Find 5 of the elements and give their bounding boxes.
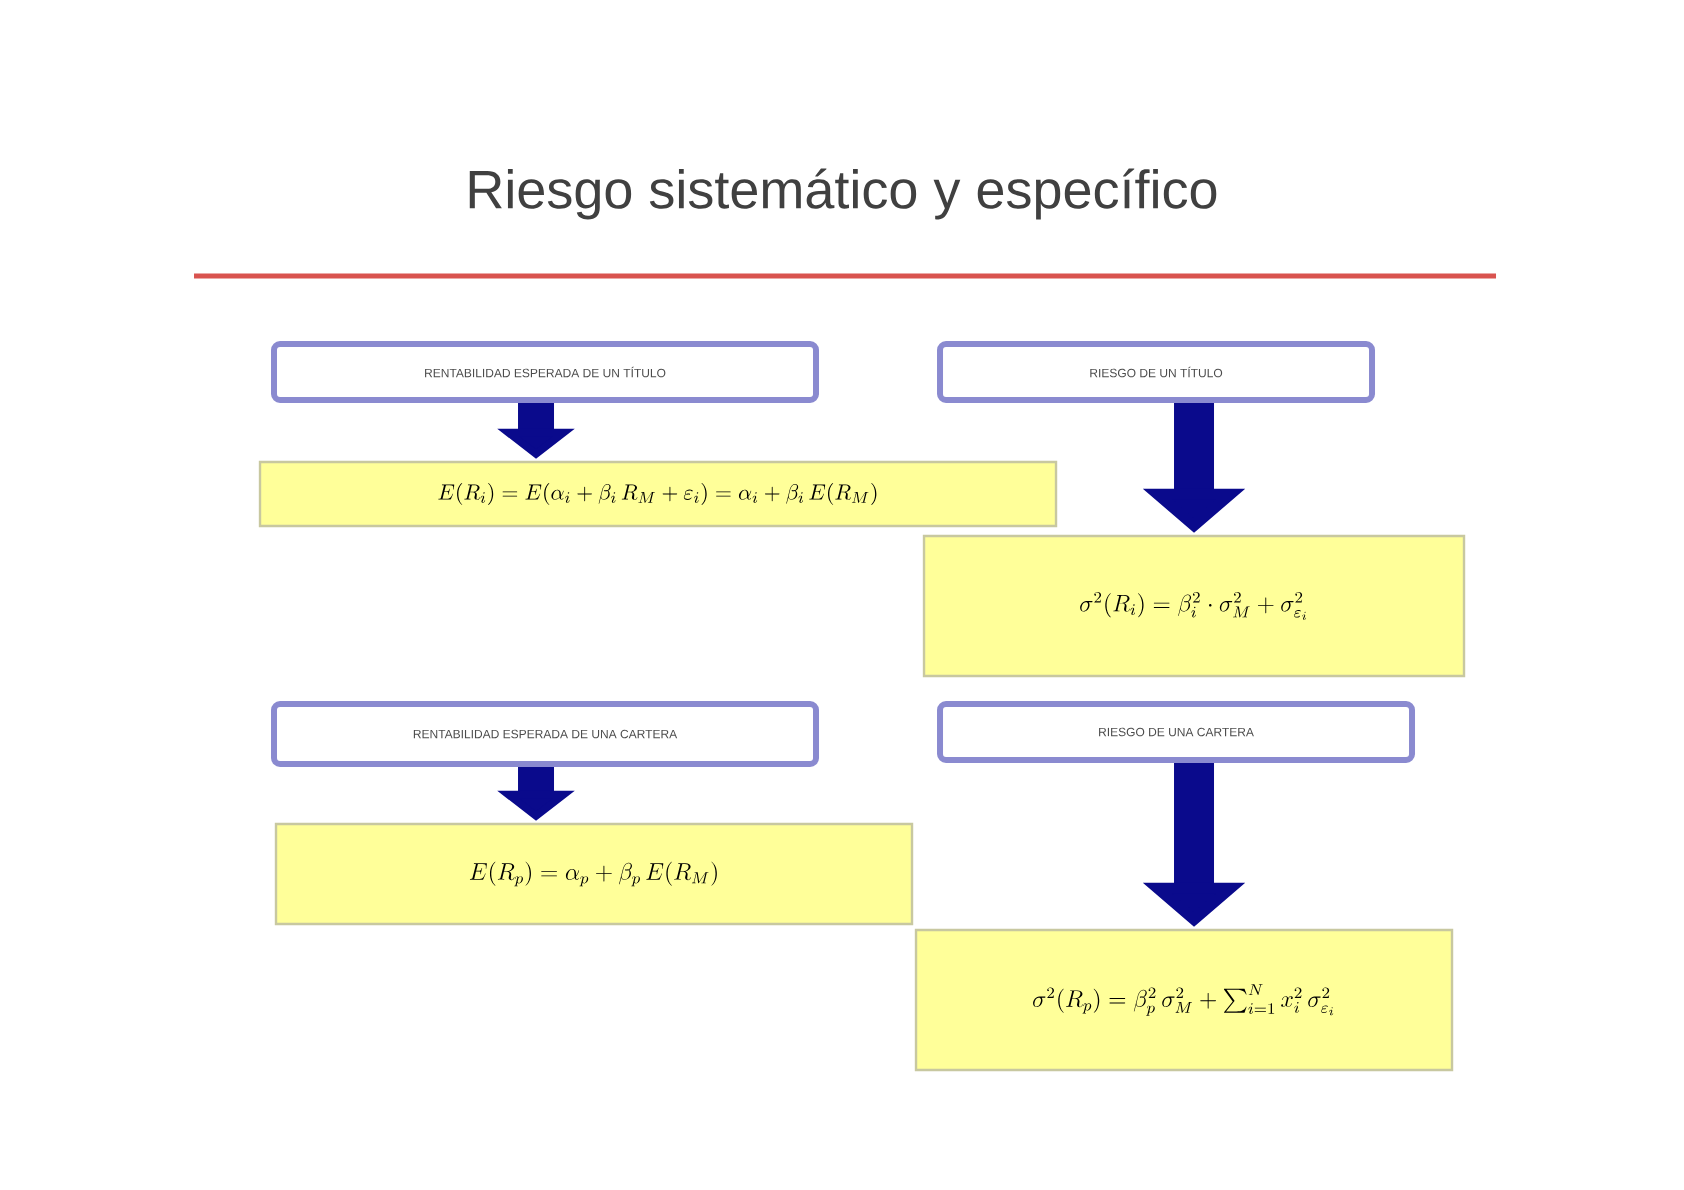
slide-title: Riesgo sistemático y específico: [469, 168, 1217, 220]
formula-box: $E(R_i)=E(\alpha_i+\beta_i\,R_M+\varepsilon_i)=\alpha_i+\beta_i\,E(R_M)$: [258, 460, 1058, 528]
formula-box: $\sigma^2(R_i)=\beta_i^2\cdot\sigma_M^2+\sigma_{\varepsilon_i}^2$: [922, 534, 1466, 678]
formula-box: $E(R_p)=\alpha_p+\beta_p\,E(R_M)$: [274, 822, 914, 926]
formula-box: $\sigma^2(R_p)=\beta_p^2\,\sigma_M^2+\sum_{i=1}^{N}x_i^2\,\sigma_{\varepsilon_i}^2$: [914, 928, 1454, 1072]
